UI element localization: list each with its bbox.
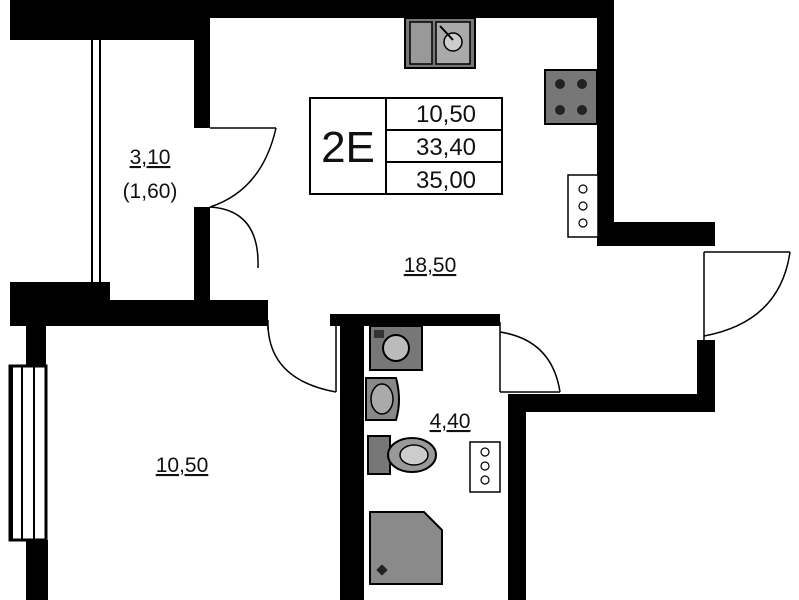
door-swing-icon bbox=[209, 127, 791, 393]
bedroom-area: 10,50 bbox=[156, 454, 209, 477]
wall-top-right bbox=[210, 0, 610, 18]
wall-top bbox=[10, 0, 210, 40]
bathroom-area: 4,40 bbox=[430, 410, 471, 433]
bedroom-window-frame bbox=[8, 364, 48, 542]
apartment-code: 2E bbox=[321, 123, 375, 172]
shower-tray-icon bbox=[369, 511, 443, 585]
balcony-area: 3,10 bbox=[130, 146, 171, 169]
socket-panel-icon bbox=[567, 174, 599, 238]
wall-right-upper bbox=[597, 0, 614, 228]
basin-icon bbox=[365, 377, 400, 421]
stove-icon bbox=[544, 69, 598, 125]
wall-bedroom-top-2 bbox=[40, 300, 268, 326]
kitchen-area: 18,50 bbox=[404, 254, 457, 277]
balcony-window bbox=[91, 40, 101, 282]
summary-value-1: 10,50 bbox=[416, 101, 476, 128]
summary-value-2: 33,40 bbox=[416, 134, 476, 161]
wall-bedroom-left bbox=[26, 326, 46, 366]
wall-bedroom-left-low bbox=[26, 540, 48, 600]
toilet-icon bbox=[367, 435, 437, 475]
wall-left-inner bbox=[194, 18, 210, 128]
wall-bathroom-top bbox=[330, 314, 500, 326]
summary-value-3: 35,00 bbox=[416, 167, 476, 194]
socket-panel-icon bbox=[469, 441, 501, 493]
walls bbox=[10, 0, 715, 600]
wall-bathroom-right bbox=[508, 394, 526, 600]
washing-machine-icon bbox=[369, 325, 423, 371]
wall-bottom-right bbox=[508, 394, 715, 412]
wall-right-step bbox=[597, 222, 715, 246]
wall-left-inner-lower bbox=[194, 207, 210, 319]
summary-table: 2E 10,50 33,40 35,00 bbox=[309, 97, 503, 195]
sink-icon bbox=[404, 17, 476, 69]
balcony-reduced-area: (1,60) bbox=[123, 180, 178, 203]
bedroom-window bbox=[11, 366, 35, 540]
wall-divider bbox=[340, 314, 364, 600]
